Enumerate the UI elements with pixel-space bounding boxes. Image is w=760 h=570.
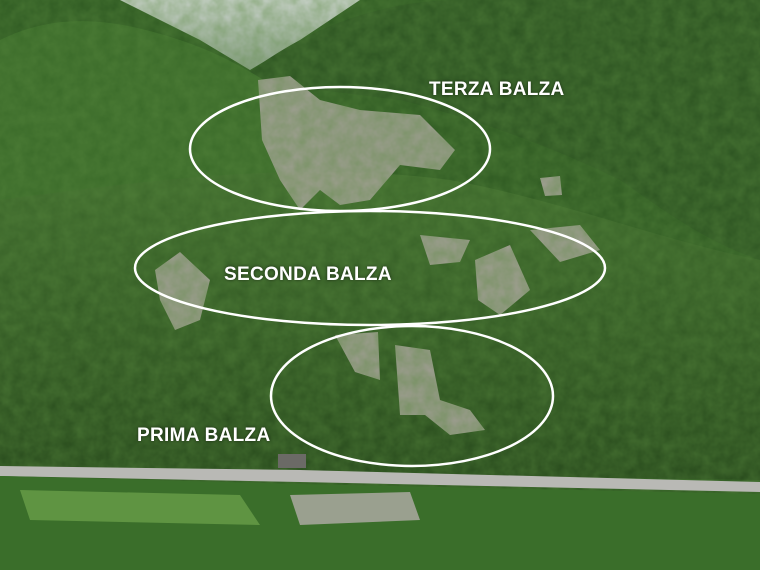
seconda-balza-label: SECONDA BALZA	[224, 264, 392, 285]
terza-balza-label: TERZA BALZA	[429, 79, 565, 100]
meadow	[20, 490, 260, 525]
prima-balza-ellipse	[269, 324, 555, 468]
prima-balza-label: PRIMA BALZA	[137, 425, 271, 446]
building	[278, 454, 306, 468]
road	[0, 466, 760, 492]
seconda-balza-ellipse	[133, 209, 607, 327]
riverbed	[290, 492, 420, 525]
